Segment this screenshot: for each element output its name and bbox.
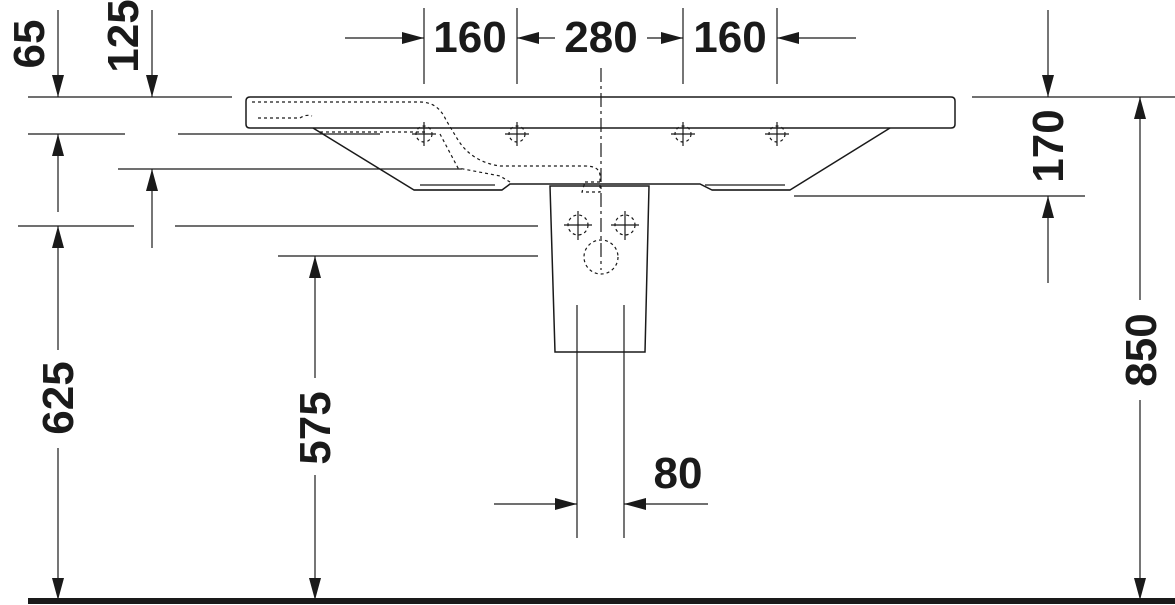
bowl-inner-profile [252, 101, 601, 184]
dim-label-65: 65 [5, 20, 54, 69]
dim-label-170: 170 [1024, 109, 1073, 182]
tap-hole-markers [412, 122, 789, 146]
dim-label-160-right: 160 [693, 13, 766, 62]
dim-label-160-left: 160 [433, 13, 506, 62]
dim-170-arrows [1042, 10, 1054, 283]
dim-label-850: 850 [1117, 313, 1166, 386]
dim-65-arrows [52, 10, 64, 212]
extension-lines [18, 8, 1175, 257]
dim-label-80: 80 [654, 449, 703, 498]
dim-label-625: 625 [34, 361, 83, 434]
dim-575-arrows [309, 256, 321, 600]
siphon-cover [549, 185, 650, 538]
dim-80-arrows [494, 498, 708, 510]
basin-outline [245, 96, 956, 191]
dim-label-125: 125 [99, 0, 148, 73]
top-horizontal-dims [345, 32, 856, 44]
dim-125-arrows [146, 10, 158, 248]
dim-850-arrows [1134, 97, 1146, 600]
dim-625-arrows [52, 226, 64, 600]
dim-label-575: 575 [291, 391, 340, 464]
dim-label-280: 280 [564, 13, 637, 62]
